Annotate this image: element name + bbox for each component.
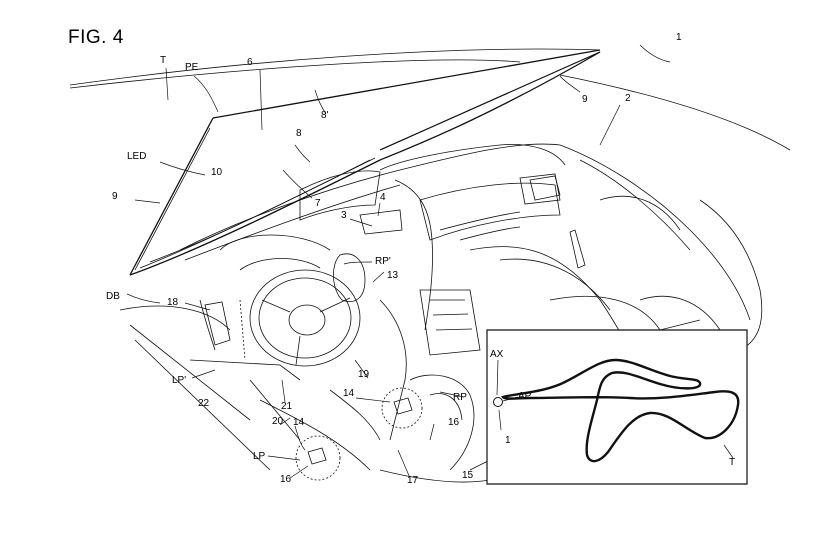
label-3: 3 bbox=[341, 210, 347, 221]
label-8: 8 bbox=[296, 128, 302, 139]
label-T-inset: T bbox=[729, 457, 736, 468]
label-9-left: 9 bbox=[112, 191, 118, 202]
label-RP-prime: RP' bbox=[375, 256, 391, 267]
label-9-right: 9 bbox=[582, 94, 588, 105]
figure-title: FIG. 4 bbox=[68, 27, 124, 48]
track-path bbox=[503, 360, 738, 461]
label-PE: PE bbox=[185, 62, 199, 73]
label-1-inset: 1 bbox=[505, 435, 511, 446]
track-inset bbox=[487, 330, 747, 484]
label-13: 13 bbox=[387, 270, 399, 281]
label-17: 17 bbox=[407, 475, 419, 486]
dashboard bbox=[180, 144, 640, 440]
label-LP: LP bbox=[253, 451, 266, 462]
label-T-top: T bbox=[160, 55, 167, 66]
label-18: 18 bbox=[167, 297, 179, 308]
label-21: 21 bbox=[281, 401, 293, 412]
label-6: 6 bbox=[247, 57, 253, 68]
label-LED: LED bbox=[127, 151, 147, 162]
leader-lines bbox=[127, 45, 670, 478]
label-RP: RP bbox=[453, 392, 467, 403]
label-8-prime: 8' bbox=[321, 110, 329, 121]
label-7: 7 bbox=[315, 198, 321, 209]
label-4: 4 bbox=[380, 192, 386, 203]
label-20: 20 bbox=[272, 416, 284, 427]
label-14-a: 14 bbox=[343, 388, 355, 399]
label-AX: AX bbox=[490, 349, 504, 360]
label-AP: AP bbox=[518, 391, 532, 402]
label-LP-prime: LP' bbox=[172, 375, 187, 386]
label-16-a: 16 bbox=[448, 417, 460, 428]
label-15: 15 bbox=[462, 470, 474, 481]
passenger-area bbox=[530, 145, 762, 350]
floor-area bbox=[260, 375, 490, 482]
label-14-b: 14 bbox=[293, 417, 305, 428]
label-1-top: 1 bbox=[676, 32, 682, 43]
vehicle-marker bbox=[494, 398, 503, 407]
label-22: 22 bbox=[198, 398, 210, 409]
label-16-b: 16 bbox=[280, 474, 292, 485]
label-DB: DB bbox=[106, 291, 120, 302]
label-10: 10 bbox=[211, 167, 223, 178]
steering-wheel bbox=[120, 235, 360, 470]
label-19: 19 bbox=[358, 369, 370, 380]
label-2: 2 bbox=[625, 93, 631, 104]
